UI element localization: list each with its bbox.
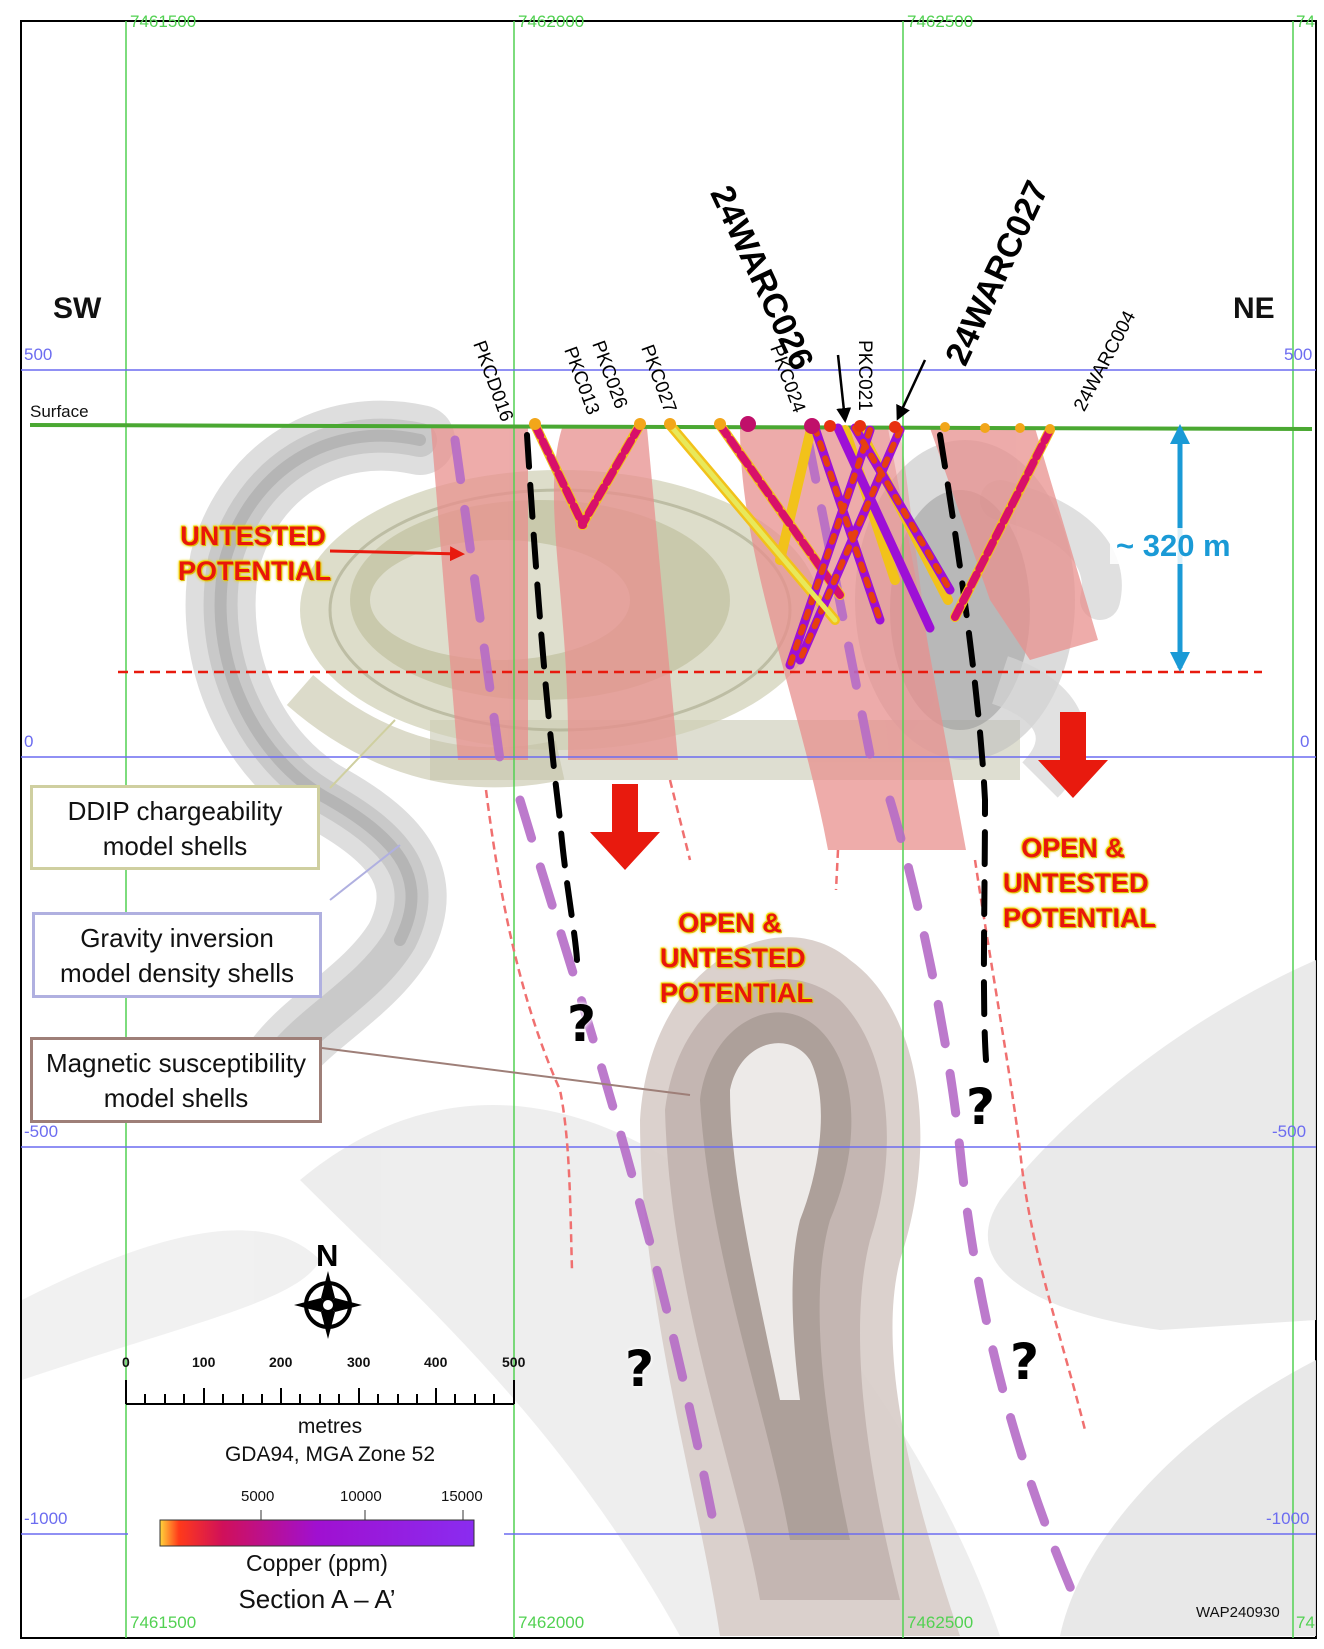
question-mark-4: ? <box>1010 1333 1039 1391</box>
question-mark-3: ? <box>625 1340 654 1398</box>
magnetic-line-1: Magnetic susceptibility <box>33 1046 319 1081</box>
gravity-legend-box: Gravity inversion model density shells <box>32 912 322 998</box>
figure-code: WAP240930 <box>1196 1604 1280 1621</box>
untested-potential-label: UNTESTED POTENTIAL <box>178 519 328 589</box>
elev-label-m500-left: -500 <box>24 1122 58 1142</box>
north-label: N <box>316 1238 338 1274</box>
copper-color-bar <box>160 1520 474 1546</box>
open-untested-right-label: OPEN & UNTESTED POTENTIAL <box>1003 831 1143 936</box>
ddip-legend-box: DDIP chargeability model shells <box>30 785 320 870</box>
elev-label-0-left: 0 <box>24 732 33 752</box>
open-mid-line-1: OPEN & <box>660 906 800 941</box>
scale-tick-200: 200 <box>269 1354 292 1370</box>
question-mark-1: ? <box>567 995 596 1053</box>
question-mark-2: ? <box>966 1078 995 1136</box>
scale-datum: GDA94, MGA Zone 52 <box>160 1443 500 1467</box>
easting-label-bottom-2: 7462000 <box>518 1613 584 1633</box>
cu-tick-15000: 15000 <box>441 1488 483 1505</box>
untested-line-2: POTENTIAL <box>178 554 328 589</box>
cu-tick-5000: 5000 <box>241 1488 274 1505</box>
gravity-line-2: model density shells <box>35 956 319 991</box>
scale-unit: metres <box>200 1415 460 1439</box>
open-right-line-2: UNTESTED <box>1003 866 1143 901</box>
easting-label-top-4: 74 <box>1296 12 1315 32</box>
open-mid-line-2: UNTESTED <box>660 941 800 976</box>
open-mid-line-3: POTENTIAL <box>660 976 800 1011</box>
easting-label-top-1: 7461500 <box>130 12 196 32</box>
magnetic-line-2: model shells <box>33 1081 319 1116</box>
elev-label-500-left: 500 <box>24 345 52 365</box>
easting-label-bottom-4: 74 <box>1296 1613 1315 1633</box>
scale-tick-100: 100 <box>192 1354 215 1370</box>
gravity-line-1: Gravity inversion <box>35 921 319 956</box>
orientation-ne: NE <box>1233 292 1275 326</box>
scale-tick-500: 500 <box>502 1354 525 1370</box>
depth-callout: ~ 320 m <box>1110 528 1237 564</box>
open-right-line-1: OPEN & <box>1003 831 1143 866</box>
scale-tick-300: 300 <box>347 1354 370 1370</box>
cu-tick-10000: 10000 <box>340 1488 382 1505</box>
section-title: Section A – A’ <box>160 1584 474 1615</box>
easting-label-bottom-1: 7461500 <box>130 1613 196 1633</box>
magnetic-legend-box: Magnetic susceptibility model shells <box>30 1037 322 1123</box>
scale-tick-400: 400 <box>424 1354 447 1370</box>
elev-label-0-right: 0 <box>1300 732 1309 752</box>
untested-line-1: UNTESTED <box>178 519 328 554</box>
elev-label-m500-right: -500 <box>1272 1122 1306 1142</box>
ddip-line-2: model shells <box>33 829 317 864</box>
hole-label-pkc021: PKC021 <box>853 340 875 411</box>
easting-label-top-3: 7462500 <box>907 12 973 32</box>
elev-label-500-right: 500 <box>1284 345 1312 365</box>
open-right-line-3: POTENTIAL <box>1003 901 1143 936</box>
surface-label: Surface <box>30 402 89 422</box>
scale-tick-0: 0 <box>122 1354 130 1370</box>
easting-label-bottom-3: 7462500 <box>907 1613 973 1633</box>
copper-scale-title: Copper (ppm) <box>160 1550 474 1577</box>
ddip-line-1: DDIP chargeability <box>33 794 317 829</box>
elev-label-m1000-left: -1000 <box>24 1509 67 1529</box>
easting-label-top-2: 7462000 <box>518 12 584 32</box>
open-untested-mid-label: OPEN & UNTESTED POTENTIAL <box>660 906 800 1011</box>
orientation-sw: SW <box>53 292 101 326</box>
elev-label-m1000-right: -1000 <box>1266 1509 1309 1529</box>
